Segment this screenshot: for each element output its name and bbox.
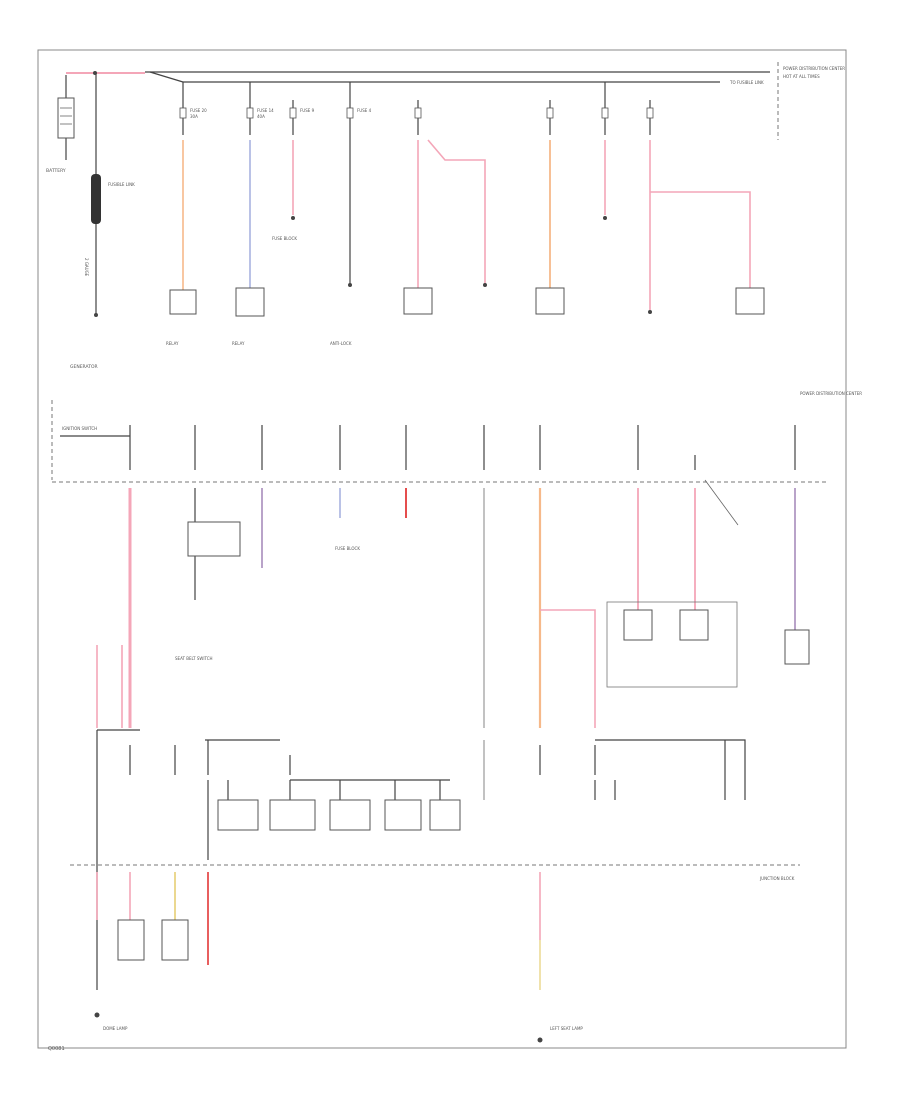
- svg-text:DOME LAMP: DOME LAMP: [103, 1026, 128, 1031]
- fusible-link: FUSIBLE LINK: [91, 174, 135, 224]
- svg-text:HOT AT ALL TIMES: HOT AT ALL TIMES: [783, 74, 820, 79]
- pdc-label-top: POWER DISTRIBUTION CENTER: [783, 66, 845, 71]
- top-fuse-3: FUSE 9 FUSE BLOCK: [272, 100, 315, 241]
- battery: BATTERY: [46, 75, 75, 174]
- battery-label: BATTERY: [46, 168, 66, 174]
- top-fuse-5: [403, 100, 487, 315]
- mid-fuse-row: [129, 425, 796, 470]
- lower-connectors: [217, 799, 461, 831]
- fusible-link-label: FUSIBLE LINK: [108, 182, 135, 187]
- svg-text:RELAY: RELAY: [232, 341, 245, 346]
- lower-fuse-row: [129, 740, 596, 775]
- svg-text:FUSE 20: FUSE 20: [190, 108, 207, 113]
- figure-code: Q0081: [48, 1046, 65, 1052]
- svg-text:FUSE BLOCK: FUSE BLOCK: [335, 546, 360, 551]
- generator-label: GENERATOR: [70, 364, 98, 370]
- svg-text:40A: 40A: [257, 114, 265, 119]
- diagram-border: [37, 49, 847, 1049]
- svg-text:FUSE 9: FUSE 9: [300, 108, 315, 113]
- svg-text:FUSE 4: FUSE 4: [357, 108, 372, 113]
- svg-text:LEFT SEAT LAMP: LEFT SEAT LAMP: [550, 1026, 583, 1031]
- top-fuse-4: FUSE 4 ANTI-LOCK: [330, 82, 372, 346]
- svg-text:FUSE 14: FUSE 14: [257, 108, 274, 113]
- svg-text:2 GAUGE: 2 GAUGE: [84, 258, 89, 277]
- svg-text:SEAT BELT SWITCH: SEAT BELT SWITCH: [175, 656, 213, 661]
- svg-text:ANTI-LOCK: ANTI-LOCK: [330, 341, 352, 346]
- svg-text:30A: 30A: [190, 114, 198, 119]
- svg-text:JUNCTION BLOCK: JUNCTION BLOCK: [759, 876, 795, 881]
- top-fuse-7: [601, 82, 609, 220]
- top-fuse-8: [646, 100, 765, 315]
- svg-text:RELAY: RELAY: [166, 341, 179, 346]
- top-fuse-6: [535, 100, 565, 315]
- svg-text:IGNITION SWITCH: IGNITION SWITCH: [62, 426, 97, 431]
- svg-text:TO FUSIBLE LINK: TO FUSIBLE LINK: [729, 80, 764, 85]
- svg-text:FUSE BLOCK: FUSE BLOCK: [272, 236, 297, 241]
- relay-group-box: [606, 601, 738, 688]
- svg-text:POWER DISTRIBUTION CENTER: POWER DISTRIBUTION CENTER: [800, 391, 862, 396]
